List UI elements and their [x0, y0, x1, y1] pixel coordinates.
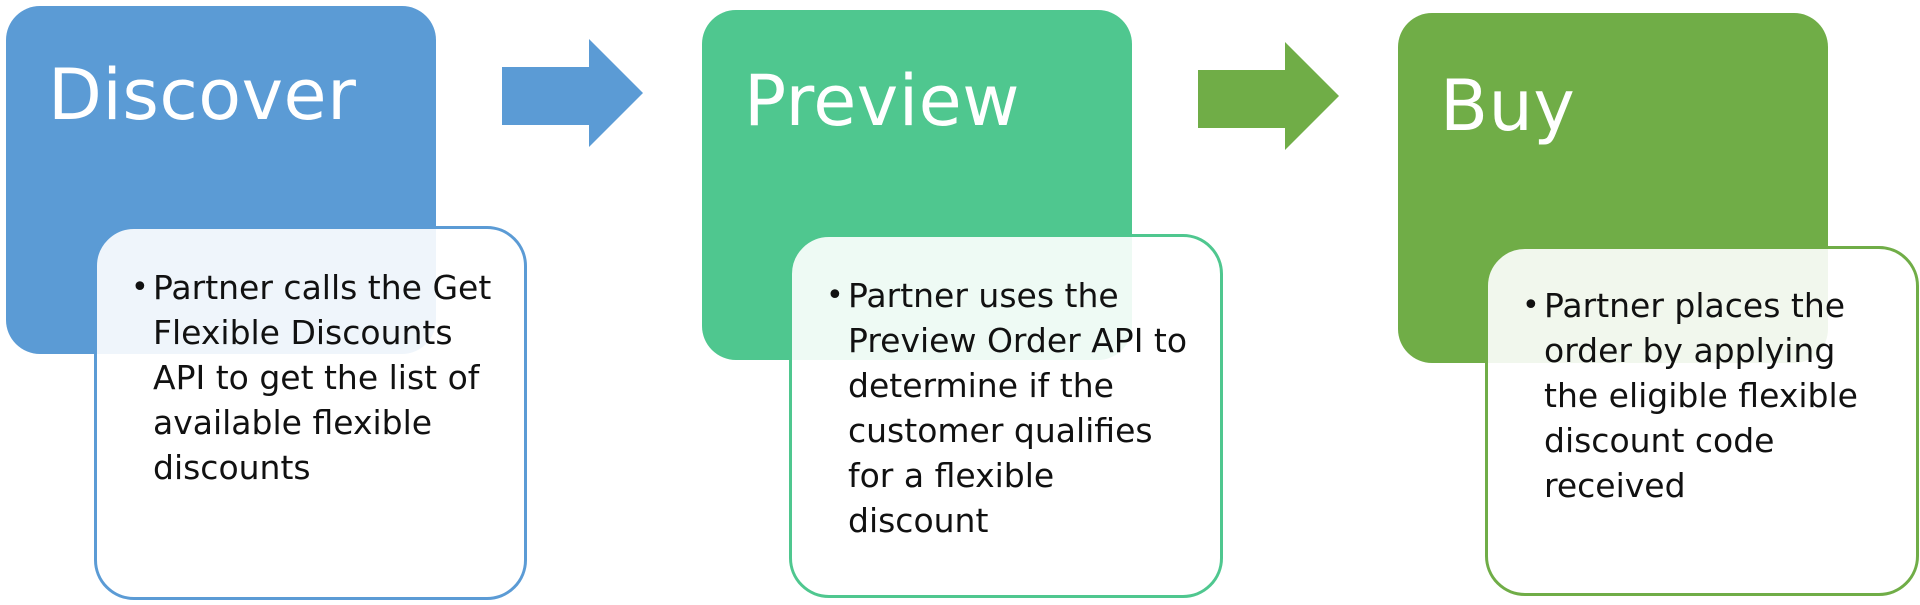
- bullet-icon: •: [1522, 288, 1540, 323]
- arrow-right-icon: [1198, 42, 1339, 150]
- buy-description-item: • Partner places the order by applying t…: [1522, 283, 1894, 508]
- preview-description-text: Partner uses the Preview Order API to de…: [848, 276, 1188, 540]
- discover-description-text: Partner calls the Get Flexible Discounts…: [153, 268, 492, 487]
- discover-description-item: • Partner calls the Get Flexible Discoun…: [131, 265, 501, 490]
- discover-title: Discover: [48, 54, 357, 136]
- preview-description-box: • Partner uses the Preview Order API to …: [789, 234, 1223, 598]
- preview-description-item: • Partner uses the Preview Order API to …: [826, 273, 1198, 543]
- bullet-icon: •: [826, 278, 844, 313]
- preview-title: Preview: [744, 60, 1020, 142]
- arrow-1-shape: [502, 39, 643, 147]
- discover-description-box: • Partner calls the Get Flexible Discoun…: [94, 226, 527, 600]
- buy-description-text: Partner places the order by applying the…: [1544, 286, 1858, 505]
- bullet-icon: •: [131, 270, 149, 305]
- preview-description-list: • Partner uses the Preview Order API to …: [826, 273, 1198, 543]
- buy-title: Buy: [1440, 65, 1576, 147]
- discover-description-list: • Partner calls the Get Flexible Discoun…: [131, 265, 501, 490]
- arrow-2-shape: [1198, 42, 1339, 150]
- arrow-right-icon: [502, 39, 643, 147]
- buy-description-box: • Partner places the order by applying t…: [1485, 246, 1919, 596]
- buy-description-list: • Partner places the order by applying t…: [1522, 283, 1894, 508]
